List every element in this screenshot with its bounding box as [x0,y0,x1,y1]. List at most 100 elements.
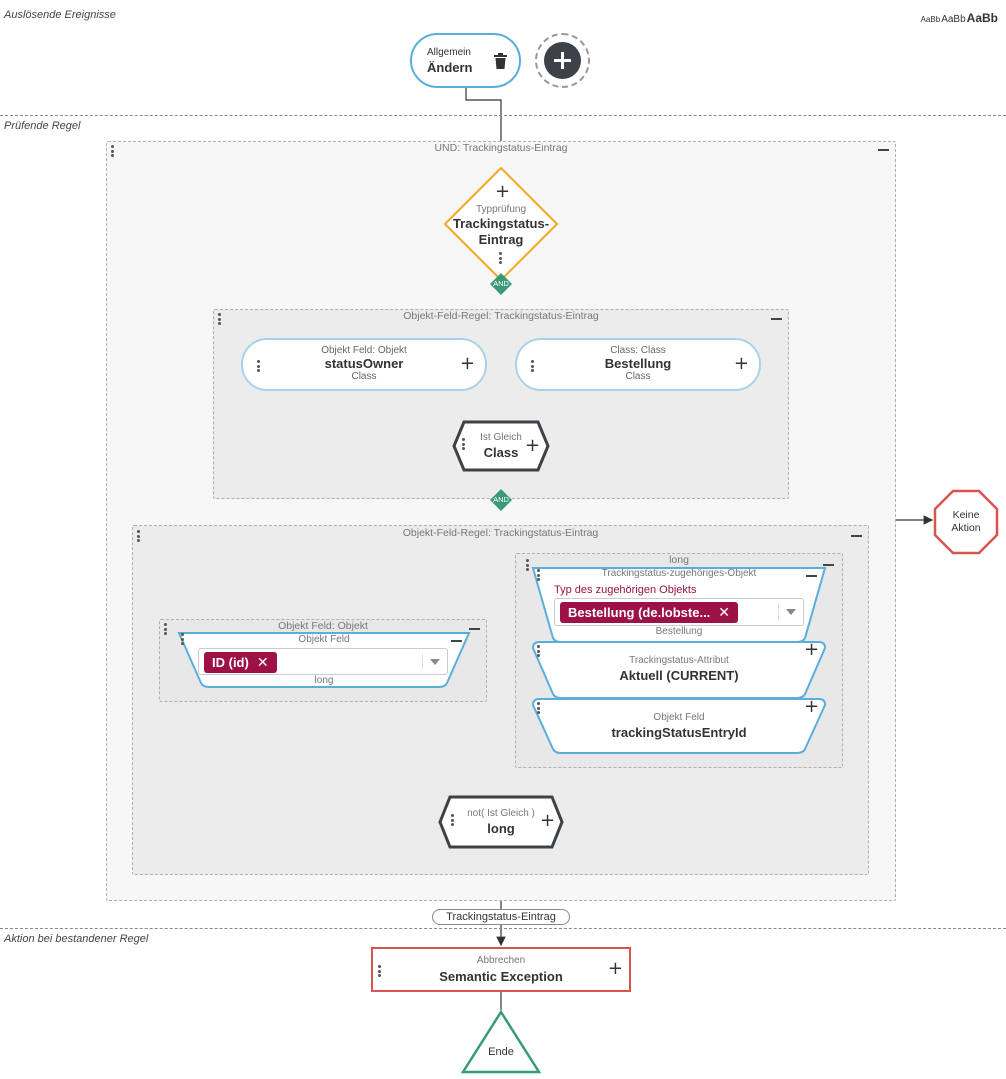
output-label-text: Trackingstatus-Eintrag [446,911,556,923]
no-action-line2: Aktion [951,522,981,534]
collapse-icon[interactable] [469,628,480,630]
no-action-node[interactable] [933,489,999,555]
end-label: Ende [488,1046,514,1058]
add-icon[interactable]: + [459,353,475,374]
collapse-icon[interactable] [823,564,834,566]
drag-handle-icon[interactable] [111,145,115,159]
menu-icon[interactable] [537,702,541,716]
field-rule-2-title: Objekt-Feld-Regel: Trackingstatus-Eintra… [402,527,599,539]
class-node[interactable]: Class: Class Bestellung Class + [515,338,761,391]
action-name: Semantic Exception [439,969,563,984]
add-icon[interactable]: + [540,810,556,831]
trigger-event: Ändern [427,60,473,75]
field-trapezoid[interactable] [529,697,829,755]
related-object-select[interactable]: Bestellung (de.lobste... ✕ [554,598,804,626]
object-field-name: statusOwner [324,356,404,371]
no-action-line1: Keine [952,509,980,521]
menu-icon[interactable] [451,814,455,828]
action-label: Abbrechen [476,955,526,966]
object-field-node[interactable]: Objekt Feld: Objekt statusOwner Class + [241,338,487,391]
separator [0,115,1006,116]
menu-icon[interactable] [537,645,541,659]
menu-icon[interactable] [257,360,261,374]
object-field-type: Objekt Feld: Objekt [321,345,407,356]
end-node[interactable] [460,1009,542,1075]
menu-icon[interactable] [378,965,382,979]
related-object-field-label: Typ des zugehörigen Objekts [554,584,697,596]
and-badge-label: AND [493,495,509,504]
menu-icon[interactable] [499,252,503,266]
collapse-icon[interactable] [851,535,862,537]
compare-node[interactable] [452,420,550,472]
class-node-sub: Class [625,371,651,382]
attribute-label: Trackingstatus-Attribut [629,655,729,666]
selected-tag-label: ID (id) [212,655,249,670]
drag-handle-icon[interactable] [218,313,222,327]
remove-icon[interactable]: ✕ [256,654,269,670]
section-label-action: Aktion bei bestandener Regel [4,933,149,945]
object-field-group-title: Objekt Feld: Objekt [278,620,368,632]
font-size-large[interactable]: AaBb [966,11,998,25]
font-size-medium[interactable]: AaBb [941,14,966,25]
related-object-type: Bestellung [655,626,703,637]
field-label: Objekt Feld [653,712,705,723]
attribute-value: Aktuell (CURRENT) [619,668,739,683]
and-badge-icon [490,273,512,295]
menu-icon[interactable] [462,438,466,452]
add-icon[interactable]: + [804,639,820,660]
object-field-label: Objekt Feld [298,634,350,645]
drag-handle-icon[interactable] [526,559,530,573]
and-badge-label: AND [493,279,509,288]
selected-tag[interactable]: Bestellung (de.lobste... ✕ [560,602,739,623]
selected-tag-label: Bestellung (de.lobste... [568,605,711,620]
action-node[interactable]: Abbrechen Semantic Exception + [371,947,631,992]
add-trigger-button[interactable] [535,33,590,88]
collapse-icon[interactable] [878,149,889,151]
add-icon[interactable]: + [804,696,820,717]
object-field-select[interactable]: ID (id) ✕ [198,648,448,675]
section-label-triggers: Auslösende Ereignisse [4,9,116,21]
separator [0,928,1006,929]
not-compare-type: long [487,821,515,836]
class-node-type: Class: Class [610,345,666,356]
object-field-type: long [314,675,334,686]
add-icon[interactable]: + [525,435,541,456]
drag-handle-icon[interactable] [137,530,141,544]
menu-icon[interactable] [531,360,535,374]
not-compare-label: not( Ist Gleich ) [467,808,535,819]
collapse-icon[interactable] [451,640,462,642]
output-label: Trackingstatus-Eintrag [432,909,570,925]
section-label-rule: Prüfende Regel [4,120,81,132]
compare-label: Ist Gleich [480,432,522,443]
type-check-name-2: Eintrag [478,232,524,247]
menu-icon[interactable] [181,633,185,647]
chevron-down-icon[interactable] [786,609,796,615]
collapse-icon[interactable] [771,318,782,320]
add-icon[interactable]: + [607,958,623,979]
compare-type: Class [483,445,519,460]
type-check-name-1: Trackingstatus- [452,216,550,231]
and-group-title: UND: Trackingstatus-Eintrag [434,142,568,154]
and-badge-icon [490,489,512,511]
long-group-title: long [669,554,689,566]
type-check-label: Typprüfung [475,204,527,215]
selected-tag[interactable]: ID (id) ✕ [204,652,277,673]
not-compare-node[interactable] [438,795,564,849]
chevron-down-icon[interactable] [430,659,440,665]
related-object-title: Trackingstatus-zugehöriges-Objekt [601,568,757,579]
menu-icon[interactable] [537,569,541,583]
remove-icon[interactable]: ✕ [718,604,731,620]
field-value: trackingStatusEntryId [611,725,747,740]
object-field-sub: Class [351,371,377,382]
trigger-category: Allgemein [427,47,471,58]
font-size-small[interactable]: AaBb [920,15,941,24]
font-size-control[interactable]: AaBbAaBbAaBb [920,9,998,27]
class-node-name: Bestellung [604,356,672,371]
drag-handle-icon[interactable] [164,623,168,637]
trigger-node[interactable]: Allgemein Ändern [410,33,521,88]
add-icon[interactable]: + [495,181,511,202]
collapse-icon[interactable] [806,575,817,577]
field-rule-1-title: Objekt-Feld-Regel: Trackingstatus-Eintra… [403,310,599,322]
trash-icon[interactable] [493,52,508,70]
add-icon[interactable]: + [733,353,749,374]
